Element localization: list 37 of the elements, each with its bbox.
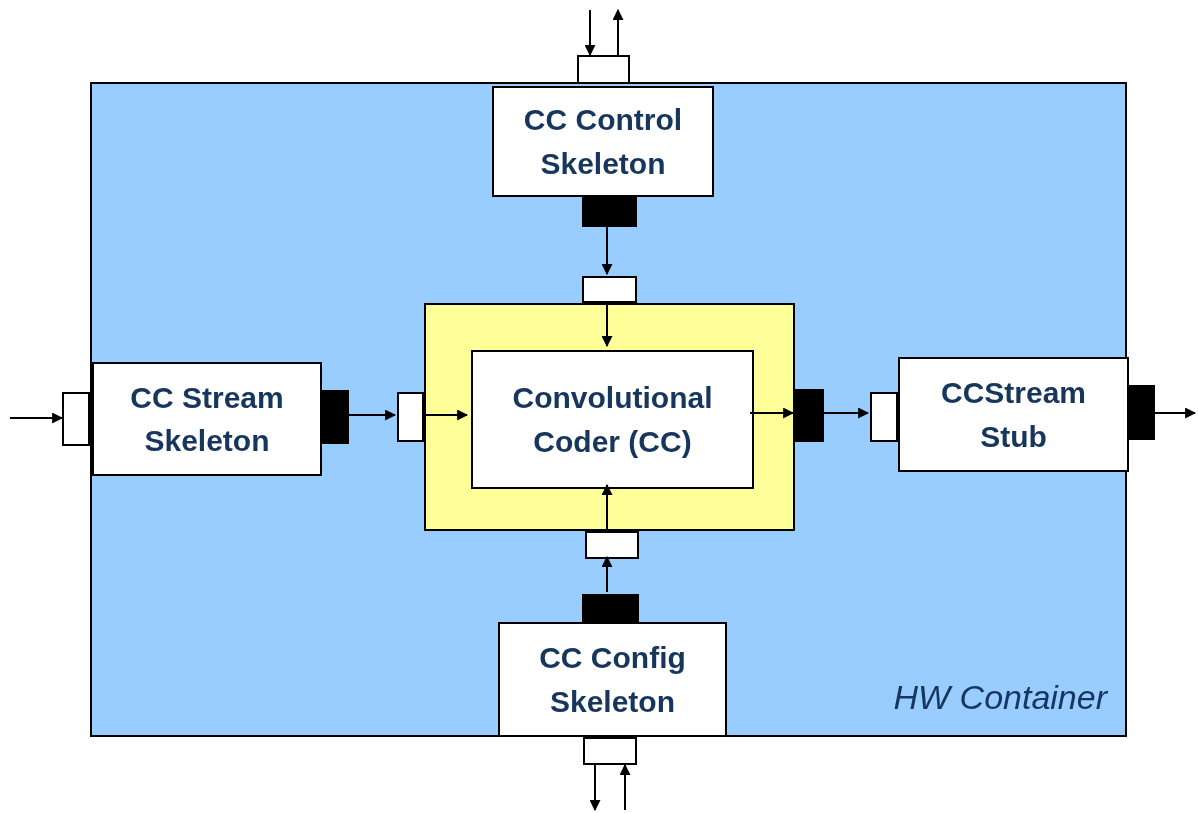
component-box xyxy=(92,362,322,476)
container-label: HW Container xyxy=(893,678,1107,717)
block-label: CCStream Stub xyxy=(939,375,1088,455)
wrapper-frame xyxy=(424,303,795,531)
component-box xyxy=(471,350,754,489)
arrow xyxy=(601,555,613,593)
component-box xyxy=(498,622,727,737)
arrow xyxy=(589,764,601,812)
input-port xyxy=(585,531,639,559)
arrow xyxy=(584,9,596,57)
input-port xyxy=(582,276,637,303)
input-port xyxy=(577,55,630,84)
output-port xyxy=(322,390,349,444)
arrow xyxy=(821,407,870,419)
arrow xyxy=(749,407,795,419)
output-port xyxy=(582,594,639,622)
output-port xyxy=(1127,385,1155,440)
component-box xyxy=(898,357,1129,472)
input-port xyxy=(62,392,90,446)
block-label: Convolutional Coder (CC) xyxy=(511,380,714,460)
block-label: CC Config Skeleton xyxy=(538,640,687,720)
arrow xyxy=(346,409,397,421)
output-port xyxy=(795,389,824,442)
component-box xyxy=(492,86,714,197)
block-label: CC Stream Skeleton xyxy=(129,379,285,459)
arrow xyxy=(601,483,613,530)
input-port xyxy=(397,392,424,442)
arrow xyxy=(1154,407,1197,419)
input-port xyxy=(870,392,898,442)
output-port xyxy=(582,197,637,227)
arrow xyxy=(9,412,64,424)
arrow xyxy=(619,763,631,811)
container-box xyxy=(90,82,1127,737)
arrow xyxy=(601,224,613,276)
arrow xyxy=(612,8,624,56)
block-label: CC Control Skeleton xyxy=(522,102,684,182)
input-port xyxy=(583,737,637,765)
